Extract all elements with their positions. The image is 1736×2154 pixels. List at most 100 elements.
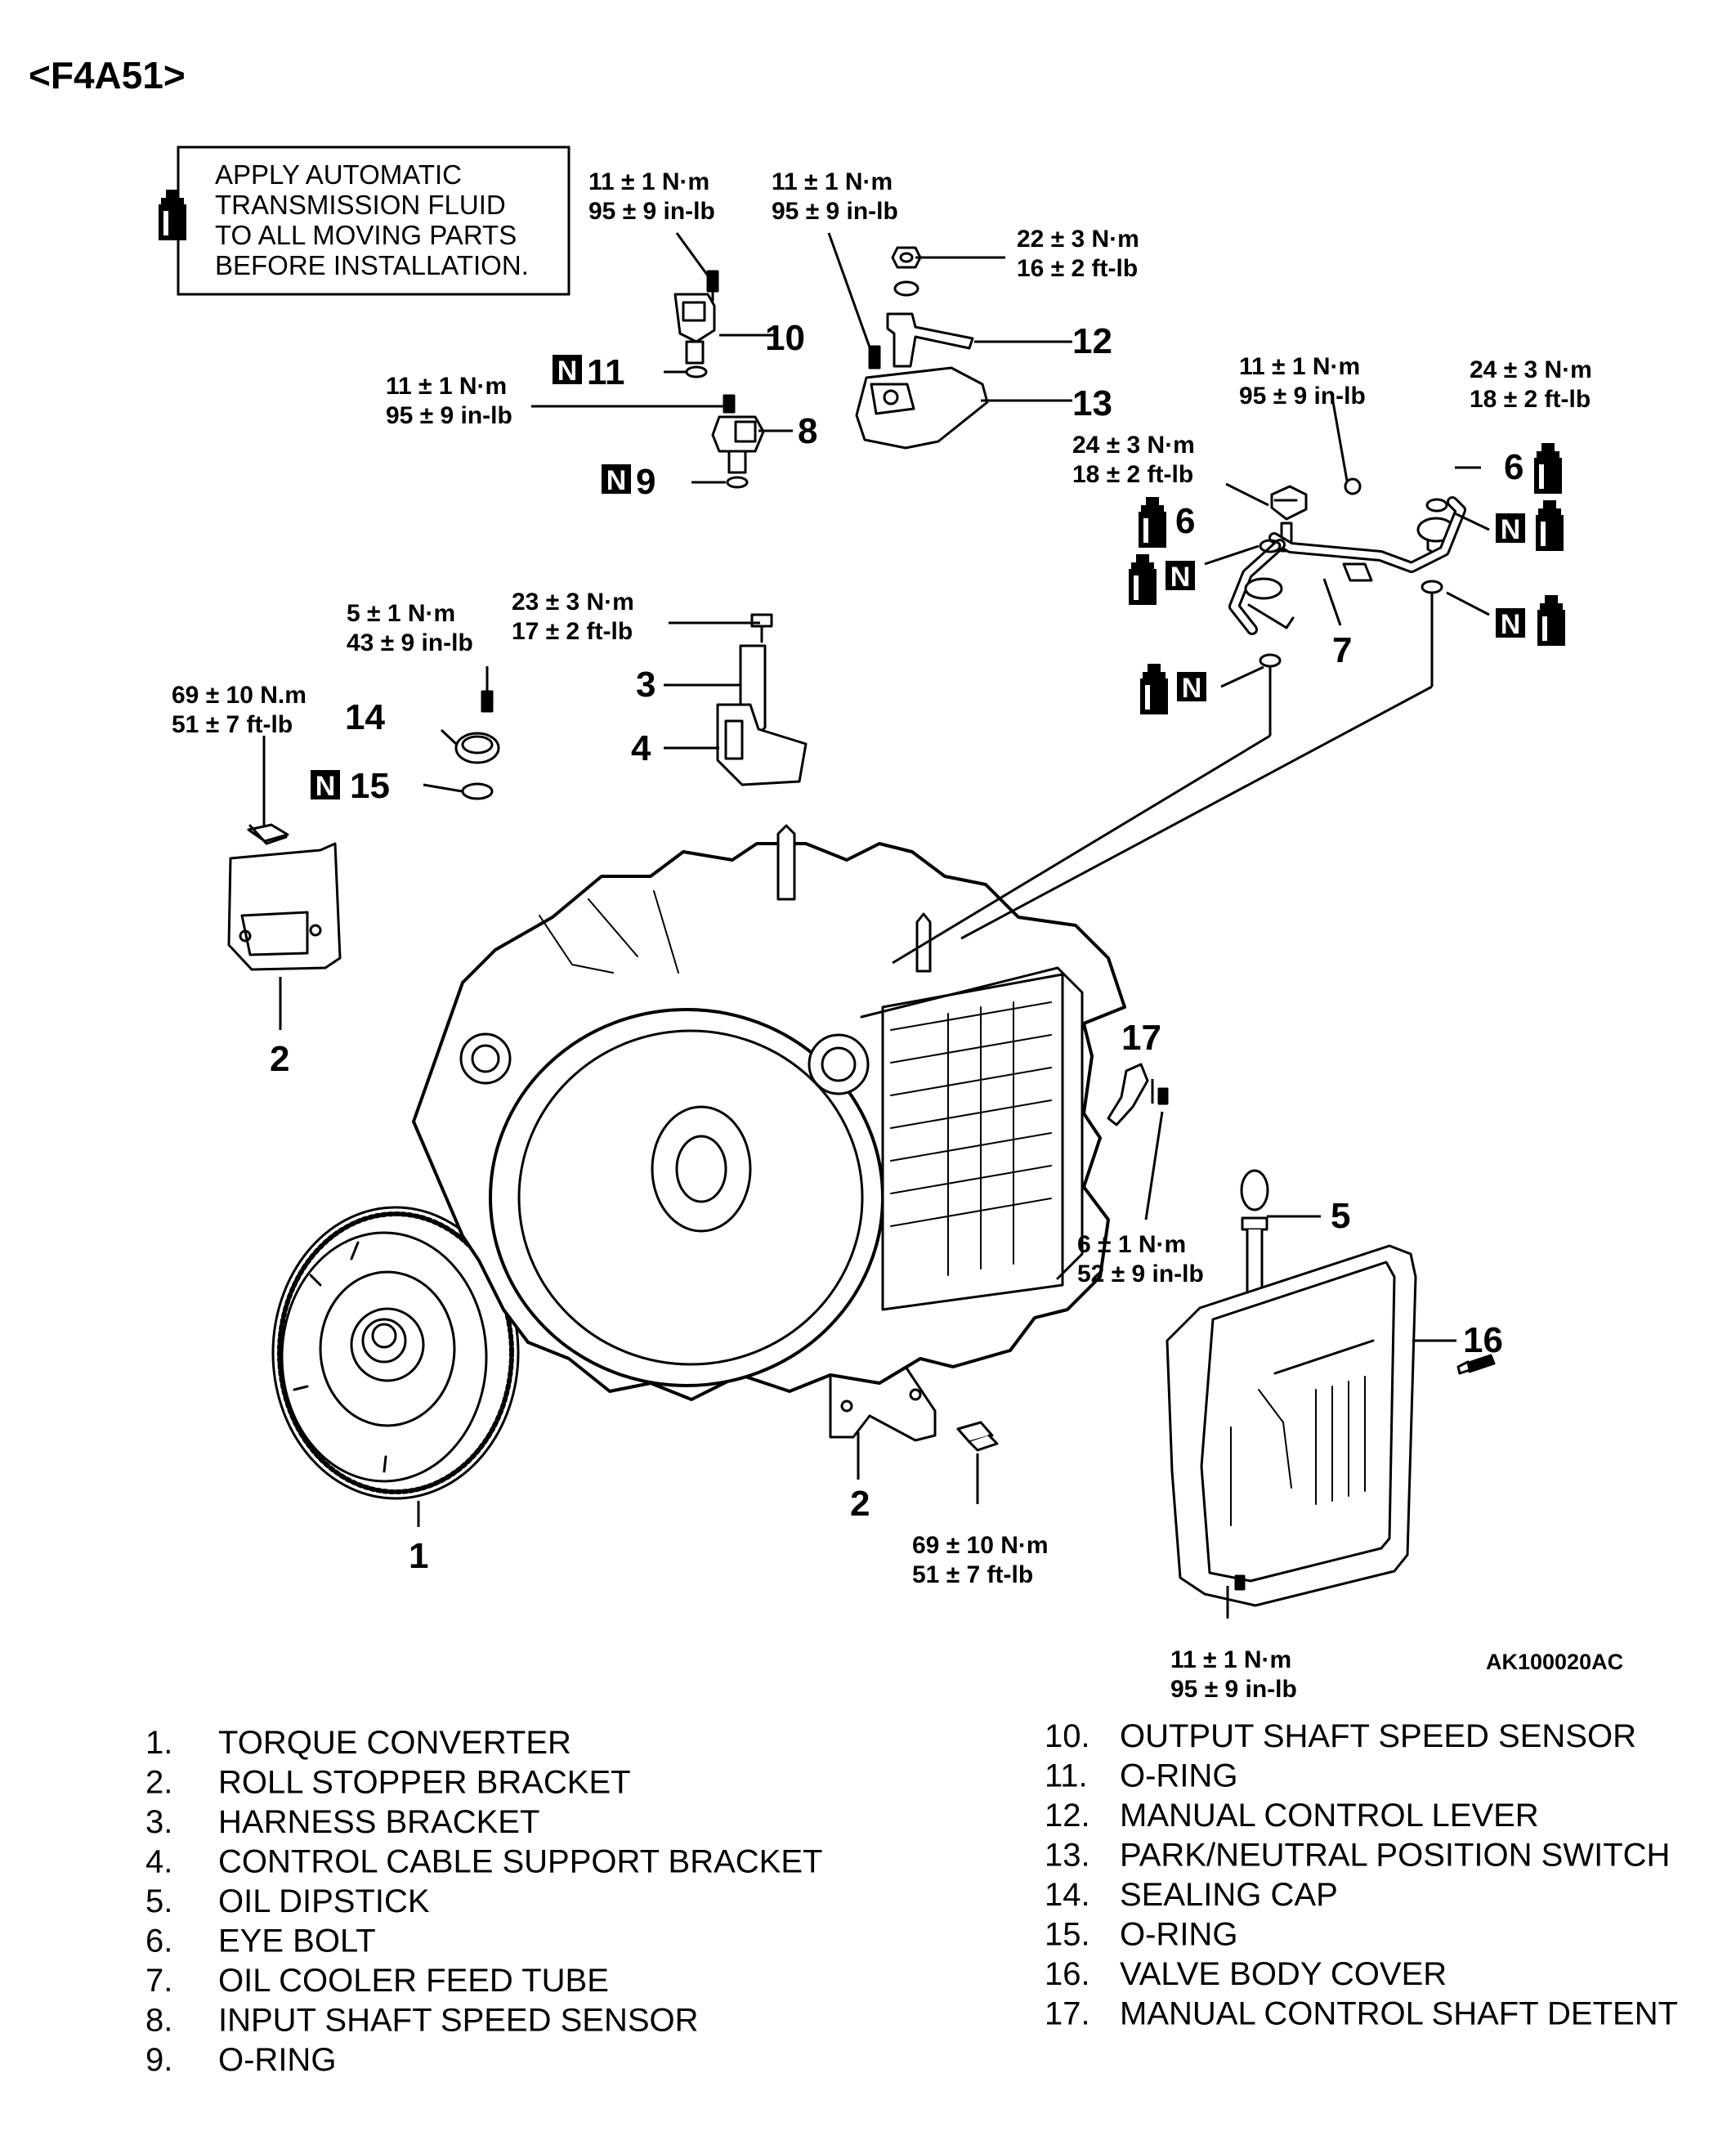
- callout-14: 14: [345, 697, 385, 737]
- callout-6-left: 6: [1175, 501, 1195, 541]
- legend-left-item-label-3: CONTROL CABLE SUPPORT BRACKET: [218, 1844, 822, 1880]
- atf-bottle-icon: [159, 190, 186, 240]
- n-mark-right-2: N: [1496, 608, 1525, 640]
- svg-text:N: N: [1501, 609, 1521, 640]
- callout-3: 3: [636, 665, 655, 705]
- legend-left-item-num-7: 8.: [145, 2003, 172, 2039]
- callout-11: 11: [587, 352, 625, 392]
- legend-left-item-label-2: HARNESS BRACKET: [218, 1804, 539, 1840]
- callout-6-right: 6: [1504, 447, 1523, 487]
- o-ring-11: [685, 365, 708, 378]
- n-mark-11: N: [553, 355, 582, 387]
- legend-right-item-num-0: 10.: [1045, 1718, 1090, 1754]
- torque-14-in: 43 ± 9 in-lb: [347, 629, 473, 656]
- legend-left-item-num-5: 6.: [145, 1923, 172, 1959]
- svg-text:N: N: [606, 465, 627, 496]
- legend-right-item-label-1: O-RING: [1120, 1758, 1237, 1794]
- torque-17-nm: 6 ± 1 N·m: [1077, 1231, 1186, 1258]
- output-shaft-speed-sensor: [673, 270, 719, 365]
- atf-bottle-icon: [1536, 500, 1564, 551]
- note-line-1: APPLY AUTOMATIC: [215, 159, 462, 190]
- callout-16: 16: [1463, 1320, 1503, 1360]
- legend-right-item-num-7: 17.: [1045, 1996, 1090, 2032]
- input-shaft-speed-sensor: [711, 394, 765, 474]
- legend-right-item-num-4: 14.: [1045, 1877, 1090, 1913]
- torque-6-right-nm: 24 ± 3 N·m: [1470, 356, 1592, 383]
- atf-bottle-icon: [1537, 595, 1565, 646]
- figure-code: AK100020AC: [1486, 1650, 1623, 1674]
- n-mark-15: N: [311, 770, 340, 802]
- legend-right-item-label-2: MANUAL CONTROL LEVER: [1120, 1798, 1539, 1834]
- oil-cooler-feed-tube: [1228, 477, 1466, 668]
- torque-2-upper-nm: 69 ± 10 N.m: [172, 682, 306, 709]
- n-mark-9: N: [602, 464, 631, 496]
- torque-8-in: 95 ± 9 in-lb: [386, 402, 512, 429]
- legend-left-item-label-7: INPUT SHAFT SPEED SENSOR: [218, 2003, 699, 2039]
- legend-right-item-label-5: O-RING: [1120, 1917, 1237, 1953]
- svg-text:N: N: [315, 771, 336, 802]
- torque-6-left-ft: 18 ± 2 ft-lb: [1072, 461, 1193, 488]
- legend-right-column: 10.OUTPUT SHAFT SPEED SENSOR11.O-RING12.…: [1045, 1718, 1678, 2032]
- note-line-3: TO ALL MOVING PARTS: [215, 220, 517, 250]
- callout-5: 5: [1331, 1196, 1350, 1236]
- callout-2-lower: 2: [850, 1484, 870, 1524]
- atf-bottle-icon: [1139, 497, 1166, 548]
- legend-right-item-num-6: 16.: [1045, 1956, 1090, 1992]
- callout-8: 8: [798, 411, 817, 451]
- legend-left-item-num-2: 3.: [145, 1804, 172, 1840]
- svg-text:N: N: [557, 356, 578, 387]
- torque-3-nm: 23 ± 3 N·m: [512, 589, 634, 616]
- torque-8-nm: 11 ± 1 N·m: [386, 373, 507, 400]
- torque-17-in: 52 ± 9 in-lb: [1077, 1261, 1204, 1287]
- legend-left-item-label-8: O-RING: [218, 2042, 336, 2078]
- torque-6-left-nm: 24 ± 3 N·m: [1072, 432, 1195, 459]
- legend-left-item-num-4: 5.: [145, 1883, 172, 1919]
- note-line-2: TRANSMISSION FLUID: [215, 190, 506, 220]
- legend-right-item-label-7: MANUAL CONTROL SHAFT DETENT: [1120, 1996, 1678, 2032]
- torque-12-nm: 22 ± 3 N·m: [1017, 226, 1139, 253]
- diagram-title: <F4A51>: [29, 54, 186, 96]
- manual-control-shaft-detent: [1107, 1063, 1169, 1126]
- legend-left-item-num-8: 9.: [145, 2042, 172, 2078]
- torque-7-clip-nm: 11 ± 1 N·m: [1239, 353, 1360, 380]
- legend-right-item-num-3: 13.: [1045, 1838, 1090, 1874]
- torque-12-ft: 16 ± 2 ft-lb: [1017, 255, 1138, 282]
- atf-note-box: APPLY AUTOMATIC TRANSMISSION FLUID TO AL…: [159, 146, 570, 296]
- torque-13-nm: 11 ± 1 N·m: [772, 168, 893, 195]
- torque-6-right-ft: 18 ± 2 ft-lb: [1470, 386, 1591, 413]
- torque-2-lower-ft: 51 ± 7 ft-lb: [912, 1561, 1033, 1588]
- callout-4: 4: [631, 728, 651, 768]
- o-ring-9: [726, 476, 749, 489]
- legend-right-item-num-2: 12.: [1045, 1798, 1090, 1834]
- callout-15: 15: [350, 766, 390, 806]
- n-mark-right-1: N: [1496, 513, 1525, 545]
- svg-text:N: N: [1182, 673, 1202, 704]
- svg-text:N: N: [1170, 562, 1191, 593]
- valve-body-cover: [1166, 1244, 1496, 1607]
- legend-right-item-label-0: OUTPUT SHAFT SPEED SENSOR: [1120, 1718, 1636, 1754]
- callout-7: 7: [1332, 630, 1352, 670]
- torque-2-upper-ft: 51 ± 7 ft-lb: [172, 711, 293, 738]
- legend-right-item-num-5: 15.: [1045, 1917, 1090, 1953]
- sealing-cap: [454, 690, 500, 764]
- svg-text:N: N: [1501, 514, 1521, 545]
- callout-9: 9: [636, 462, 655, 502]
- torque-10-nm: 11 ± 1 N·m: [588, 168, 709, 195]
- park-neutral-position-switch: [855, 345, 989, 450]
- callout-12: 12: [1072, 321, 1112, 361]
- torque-2-lower-nm: 69 ± 10 N·m: [912, 1532, 1049, 1559]
- o-ring-15: [461, 782, 494, 800]
- transmission-case: [412, 824, 1126, 1401]
- legend-left-item-label-6: OIL COOLER FEED TUBE: [218, 1963, 609, 1999]
- legend-right-item-label-3: PARK/NEUTRAL POSITION SWITCH: [1120, 1838, 1670, 1874]
- legend-left-item-label-1: ROLL STOPPER BRACKET: [218, 1765, 631, 1801]
- atf-bottle-icon: [1534, 443, 1562, 494]
- n-mark-left-2: N: [1177, 672, 1206, 704]
- torque-3-ft: 17 ± 2 ft-lb: [512, 618, 633, 645]
- legend-left-item-label-0: TORQUE CONVERTER: [218, 1725, 571, 1761]
- legend-left-item-num-6: 7.: [145, 1963, 172, 1999]
- torque-10-in: 95 ± 9 in-lb: [588, 198, 715, 225]
- leader-lines: [262, 232, 1490, 1619]
